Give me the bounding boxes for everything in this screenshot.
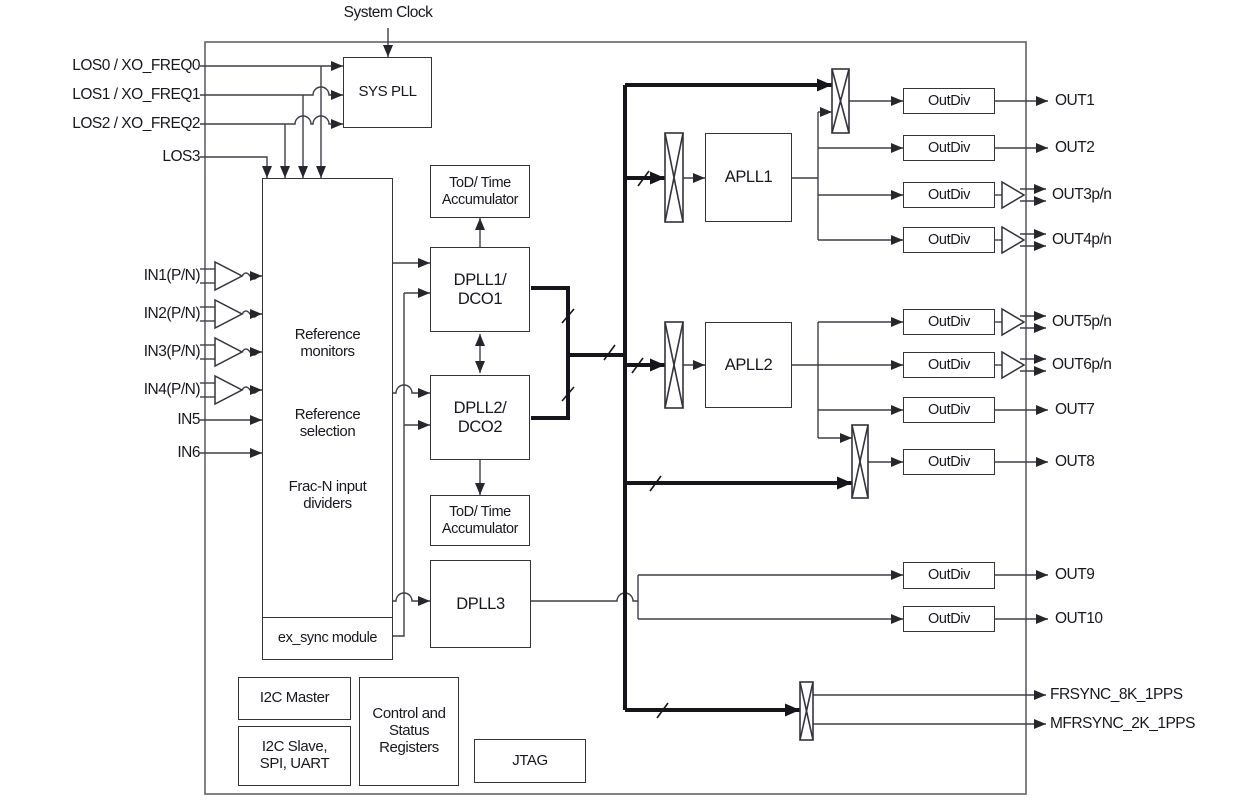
pin-in3: IN3(P/N) bbox=[143, 343, 201, 360]
outdiv-block-out4: OutDiv bbox=[903, 227, 995, 253]
pin-out9: OUT9 bbox=[1055, 566, 1095, 583]
mux-icon-frsync bbox=[799, 681, 814, 741]
pin-los1: LOS1 / XO_FREQ1 bbox=[72, 86, 200, 103]
i2c-master-block: I2C Master bbox=[238, 677, 351, 720]
pin-out5: OUT5p/n bbox=[1052, 313, 1112, 330]
mux-icon-out8 bbox=[851, 424, 869, 499]
pin-out4: OUT4p/n bbox=[1052, 231, 1112, 248]
system-clock-label: System Clock bbox=[343, 4, 433, 21]
pin-frsync: FRSYNC_8K_1PPS bbox=[1050, 686, 1183, 703]
apll2-label: APLL2 bbox=[724, 355, 773, 374]
outdiv-label: OutDiv bbox=[928, 356, 970, 373]
apll2-block: APLL2 bbox=[705, 322, 792, 408]
outdiv-label: OutDiv bbox=[928, 401, 970, 418]
i2c-master-label: I2C Master bbox=[259, 689, 330, 707]
csr-line1: Control and bbox=[372, 705, 446, 723]
dpll1-dco1-block: DPLL1/ DCO1 bbox=[430, 247, 530, 332]
outdiv-block-out1: OutDiv bbox=[903, 88, 995, 114]
reference-monitors-label: Reference monitors bbox=[294, 326, 361, 361]
tod1-line2: Accumulator bbox=[441, 191, 519, 208]
mux-icon-apll1 bbox=[664, 132, 684, 223]
outdiv-block-out7: OutDiv bbox=[903, 397, 995, 423]
pin-out6: OUT6p/n bbox=[1052, 356, 1112, 373]
output-buffer-icons bbox=[1001, 180, 1026, 380]
apll1-label: APLL1 bbox=[724, 168, 773, 187]
outdiv-label: OutDiv bbox=[928, 313, 970, 330]
i2c-slave-line2: SPI, UART bbox=[259, 755, 330, 772]
outdiv-label: OutDiv bbox=[928, 610, 970, 627]
pin-out7: OUT7 bbox=[1055, 401, 1095, 418]
csr-line3: Registers bbox=[379, 738, 439, 756]
outdiv-label: OutDiv bbox=[928, 139, 970, 156]
sys-pll-block: SYS PLL bbox=[343, 57, 432, 128]
dpll2-line2: DCO2 bbox=[457, 417, 503, 436]
tod-time-accumulator-1-block: ToD/ Time Accumulator bbox=[430, 165, 530, 218]
pin-in4: IN4(P/N) bbox=[143, 381, 201, 398]
outdiv-block-out5: OutDiv bbox=[903, 309, 995, 335]
mux-icon-out1 bbox=[831, 68, 850, 134]
outdiv-block-out9: OutDiv bbox=[903, 562, 995, 589]
dpll1-line2: DCO1 bbox=[457, 289, 503, 308]
outdiv-label: OutDiv bbox=[928, 186, 970, 203]
frac-n-dividers-label: Frac-N input dividers bbox=[288, 478, 367, 513]
bus-width-slash-ticks bbox=[561, 170, 669, 719]
thick-bus-wires bbox=[531, 78, 852, 717]
csr-line2: Status bbox=[388, 722, 430, 740]
pin-los2: LOS2 / XO_FREQ2 bbox=[72, 115, 200, 132]
outdiv-block-out6: OutDiv bbox=[903, 352, 995, 378]
pin-out10: OUT10 bbox=[1055, 610, 1103, 627]
dpll3-block: DPLL3 bbox=[430, 560, 531, 648]
jtag-block: JTAG bbox=[474, 739, 586, 783]
outdiv-label: OutDiv bbox=[928, 92, 970, 109]
pin-out2: OUT2 bbox=[1055, 139, 1095, 156]
tod1-line1: ToD/ Time bbox=[449, 175, 511, 192]
outdiv-block-out3: OutDiv bbox=[903, 182, 995, 208]
pin-in1: IN1(P/N) bbox=[143, 267, 201, 284]
apll1-block: APLL1 bbox=[705, 133, 792, 222]
ex-sync-module-block: ex_sync module bbox=[262, 617, 393, 660]
input-buffer-icons bbox=[214, 260, 244, 406]
pin-in2: IN2(P/N) bbox=[143, 305, 201, 322]
dpll3-label: DPLL3 bbox=[456, 594, 505, 613]
tod2-line2: Accumulator bbox=[441, 520, 519, 537]
pin-out1: OUT1 bbox=[1055, 92, 1095, 109]
outdiv-block-out10: OutDiv bbox=[903, 606, 995, 632]
mux-icon-apll2 bbox=[664, 321, 684, 409]
pin-in6: IN6 bbox=[177, 444, 200, 461]
thin-wires bbox=[200, 28, 1048, 729]
reference-block bbox=[262, 178, 393, 660]
outdiv-block-out2: OutDiv bbox=[903, 135, 995, 161]
control-status-registers-block: Control and Status Registers bbox=[359, 677, 459, 786]
i2c-slave-spi-uart-block: I2C Slave, SPI, UART bbox=[238, 726, 351, 786]
outdiv-label: OutDiv bbox=[928, 567, 970, 584]
tod2-line1: ToD/ Time bbox=[449, 504, 511, 521]
dpll2-line1: DPLL2/ bbox=[453, 399, 507, 418]
pin-in5: IN5 bbox=[177, 411, 200, 428]
pin-los0: LOS0 / XO_FREQ0 bbox=[72, 57, 200, 74]
sys-pll-label: SYS PLL bbox=[358, 83, 417, 101]
dpll1-line1: DPLL1/ bbox=[453, 271, 507, 290]
jtag-label: JTAG bbox=[512, 751, 548, 769]
pin-los3: LOS3 bbox=[162, 148, 200, 165]
i2c-slave-line1: I2C Slave, bbox=[261, 738, 328, 756]
reference-selection-label: Reference selection bbox=[294, 406, 361, 441]
dpll2-dco2-block: DPLL2/ DCO2 bbox=[430, 375, 530, 460]
pin-out8: OUT8 bbox=[1055, 453, 1095, 470]
chip-outline bbox=[204, 41, 1027, 795]
tod-time-accumulator-2-block: ToD/ Time Accumulator bbox=[430, 495, 530, 546]
outdiv-label: OutDiv bbox=[928, 453, 970, 470]
pin-mfrsync: MFRSYNC_2K_1PPS bbox=[1050, 715, 1195, 732]
pin-out3: OUT3p/n bbox=[1052, 186, 1112, 203]
ex-sync-module-label: ex_sync module bbox=[277, 630, 378, 647]
outdiv-block-out8: OutDiv bbox=[903, 449, 995, 475]
outdiv-label: OutDiv bbox=[928, 231, 970, 248]
